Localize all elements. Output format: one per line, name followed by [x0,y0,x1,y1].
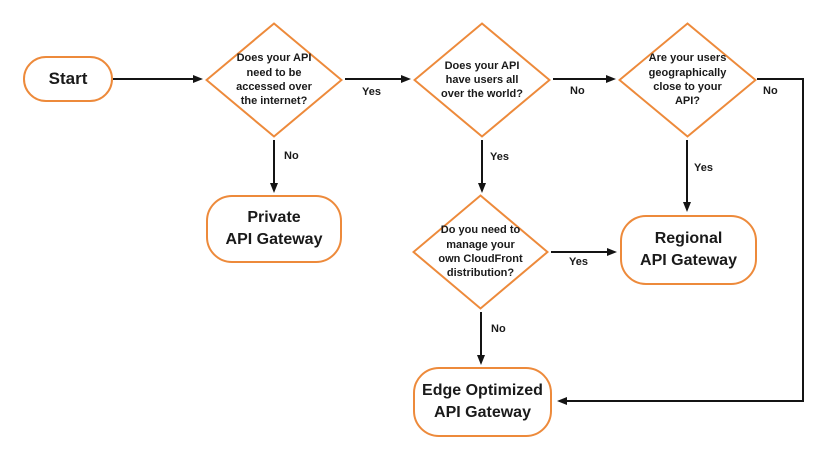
start-label: Start [48,68,88,88]
decision-users-worldwide-label: Does your API have users all over the wo… [441,59,523,101]
diamond-shape [205,22,343,138]
edge-label-cloudfront-yes: Yes [569,256,588,268]
edge-label-internet-yes: Yes [362,86,381,98]
diamond-shape [412,194,549,310]
diamond-shape [618,22,757,138]
edge-label-geo-yes: Yes [694,162,713,174]
decision-manage-cloudfront: Do you need to manage your own CloudFron… [412,194,549,310]
edge-optimized-api-gateway-label: Edge Optimized API Gateway [422,382,543,421]
edge-label-world-no: No [570,85,585,97]
edge-label-geo-no: No [763,85,778,97]
decision-internet-access: Does your API need to be accessed over t… [205,22,343,138]
private-api-gateway-node: Private API Gateway [206,195,342,263]
decision-internet-access-label: Does your API need to be accessed over t… [236,52,312,108]
edge-label-internet-no: No [284,150,299,162]
decision-users-geographically-close-label: Are your users geographically close to y… [648,52,727,108]
decision-manage-cloudfront-label: Do you need to manage your own CloudFron… [438,224,523,280]
private-api-gateway-label: Private API Gateway [225,209,323,248]
edge-label-cloudfront-no: No [491,323,506,335]
decision-users-geographically-close: Are your users geographically close to y… [618,22,757,138]
start-node: Start [23,56,113,102]
regional-api-gateway-label: Regional API Gateway [640,230,737,269]
edge-label-world-yes: Yes [490,151,509,163]
regional-api-gateway-node: Regional API Gateway [620,215,757,285]
diamond-shape [413,22,551,138]
decision-users-worldwide: Does your API have users all over the wo… [413,22,551,138]
edge-optimized-api-gateway-node: Edge Optimized API Gateway [413,367,552,437]
